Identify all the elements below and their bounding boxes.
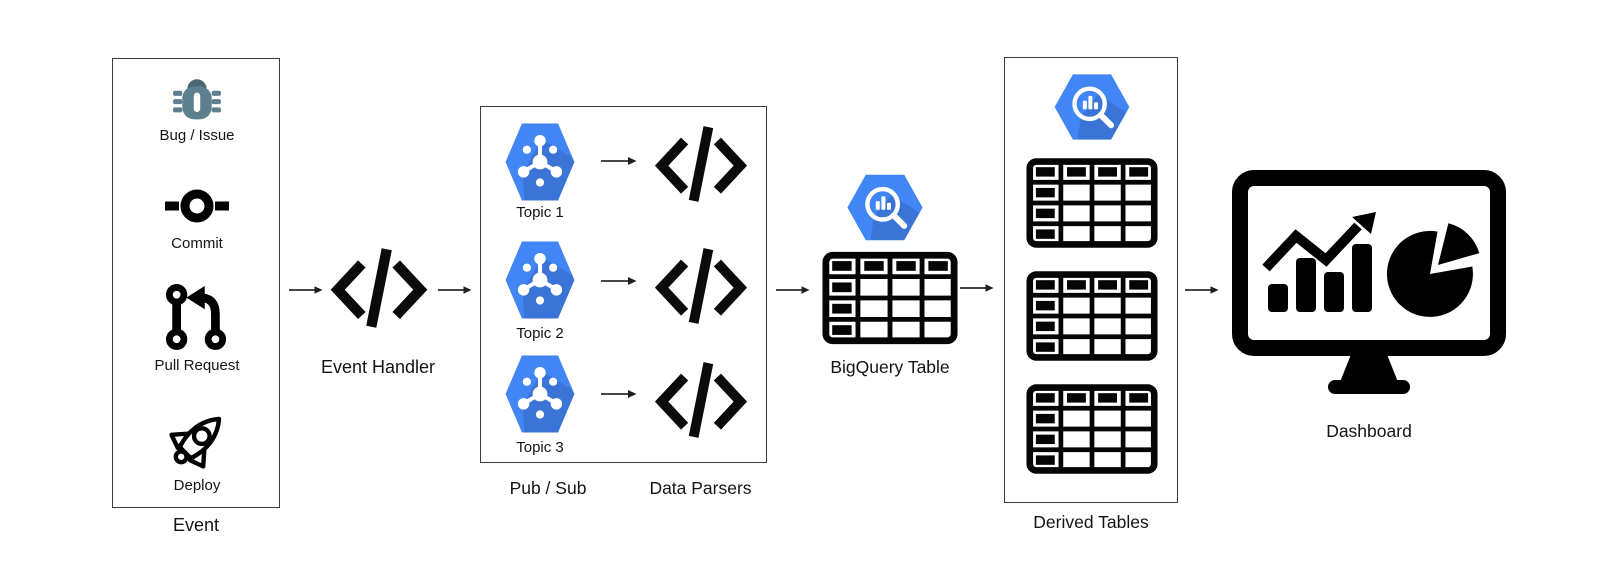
event-item-label: Bug / Issue: [159, 127, 235, 144]
table-grid-icon: [1026, 383, 1158, 475]
commit-icon: [165, 189, 229, 223]
flow-arrow-icon: [599, 275, 639, 287]
monitor-chart-icon: [1232, 170, 1506, 394]
bug-icon: [173, 79, 221, 120]
topic-label: Topic 2: [516, 325, 564, 342]
parser-code-icon: [651, 123, 751, 205]
pubsub-group-box: Topic 1 Topic 2 Topic 3: [480, 106, 767, 463]
table-grid-icon: [822, 251, 958, 345]
bigquery-label: BigQuery Table: [830, 357, 950, 377]
bigquery-hexagon-icon: [845, 172, 925, 243]
flow-arrow-icon: [599, 155, 639, 167]
parser-code-icon: [651, 245, 751, 327]
flow-arrow-icon: [1185, 284, 1219, 296]
bigquery-hexagon-icon: [1052, 72, 1132, 142]
event-group-label: Event: [172, 515, 220, 535]
event-group-box: Bug / Issue Commit Pull Request: [112, 58, 280, 508]
event-handler-code-icon: [327, 245, 431, 331]
topic-label: Topic 3: [516, 439, 564, 456]
flow-arrow-icon: [960, 282, 994, 294]
derived-tables-label: Derived Tables: [1033, 512, 1149, 532]
pubsub-hexagon-icon: [503, 353, 577, 435]
flow-arrow-icon: [289, 284, 323, 296]
derived-tables-box: [1004, 57, 1178, 503]
table-grid-icon: [1026, 157, 1158, 249]
rocket-icon: [169, 416, 222, 469]
pubsub-group-label: Pub / Sub: [509, 478, 587, 498]
flow-arrow-icon: [776, 284, 810, 296]
topic-label: Topic 1: [516, 204, 564, 221]
pubsub-hexagon-icon: [503, 121, 577, 203]
event-item-label: Pull Request: [154, 357, 240, 374]
event-handler-label: Event Handler: [320, 357, 436, 377]
dashboard-label: Dashboard: [1326, 421, 1412, 441]
data-parsers-label: Data Parsers: [649, 478, 752, 498]
table-grid-icon: [1026, 270, 1158, 362]
event-item-label: Deploy: [173, 477, 221, 494]
pull-request-icon: [165, 284, 227, 350]
flow-arrow-icon: [599, 388, 639, 400]
flow-arrow-icon: [438, 284, 472, 296]
parser-code-icon: [651, 359, 751, 441]
pubsub-hexagon-icon: [503, 239, 577, 321]
event-item-label: Commit: [171, 235, 223, 252]
